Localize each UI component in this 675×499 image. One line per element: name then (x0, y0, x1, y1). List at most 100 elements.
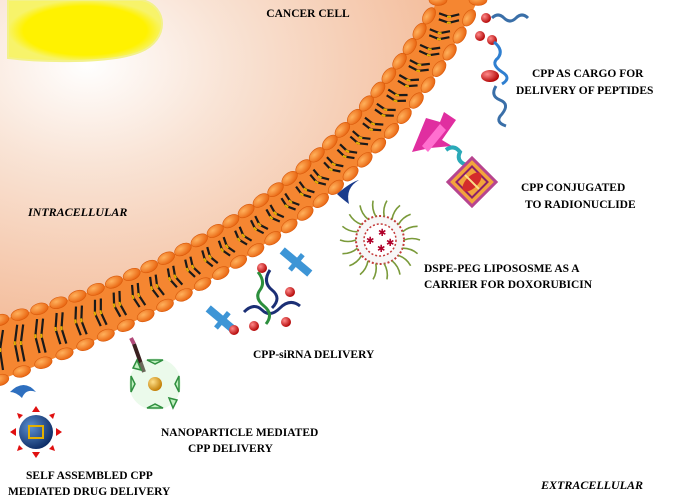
peg-chain (359, 205, 369, 220)
cpp-radionuclide-icon (412, 112, 499, 209)
lipid-tail-band (299, 192, 304, 197)
lipid-tail-band (331, 162, 336, 167)
nucleus (7, 0, 163, 63)
lipid-head-outer (396, 107, 412, 124)
lipid-tail-band (303, 187, 308, 192)
lipid-head-outer (247, 243, 265, 258)
lipid-head-outer (96, 328, 115, 342)
cpp-cargo-label-line2: DELIVERY OF PEPTIDES (516, 85, 653, 97)
lipid-tail-band (416, 69, 421, 73)
cpp-sirna-icon (205, 247, 313, 335)
lipid-tail-band (342, 154, 347, 159)
cytoplasm (0, 0, 438, 320)
peg-chain (371, 200, 377, 217)
peg-chain (397, 213, 411, 225)
peg-chain (398, 254, 412, 267)
lipid-head-outer (0, 373, 10, 387)
lipid-head-outer (409, 92, 424, 109)
peg-chain (403, 237, 421, 241)
lipid-tail-band (345, 149, 350, 153)
peg-chain (359, 260, 369, 276)
extracellular-label: EXTRACELLULAR (540, 478, 643, 492)
lipid-head-outer (117, 319, 135, 332)
lipid-tail-band (99, 310, 103, 315)
lipid-tail-band (328, 167, 333, 172)
lipid-tail-band (406, 78, 411, 82)
self-assembled-cpp-icon (10, 385, 62, 458)
lipid-head-outer (342, 166, 359, 182)
svg-text:✱: ✱ (386, 238, 394, 249)
self-assembled-label-line2: MEDIATED DRUG DELIVERY (8, 486, 171, 498)
lipid-head-outer (230, 254, 248, 269)
lipid-tail-band (131, 294, 135, 300)
peg-chain (372, 263, 378, 280)
lipid-head-outer (356, 152, 373, 168)
lipid-head-outer (420, 76, 436, 94)
peg-chain (391, 204, 401, 220)
lipid-head-inner (49, 296, 68, 309)
lipid-tail-band (74, 319, 77, 324)
lipid-head-inner (86, 282, 105, 296)
nanoparticle-label-line2: CPP DELIVERY (188, 443, 274, 455)
peg-chain (391, 260, 401, 275)
lipid-tail-band (224, 244, 229, 249)
liposome-label-line2: CARRIER FOR DOXORUBICIN (424, 279, 593, 291)
peg-chain (342, 247, 358, 255)
svg-text:✱: ✱ (378, 228, 386, 239)
lipid-tail-band (393, 99, 398, 103)
cpp-cargo-peptide-icon (475, 13, 530, 128)
peg-chain (349, 255, 363, 267)
lipid-head-outer (175, 288, 193, 302)
lipid-tail-band (314, 180, 319, 185)
lipid-tail-band (236, 237, 241, 242)
lipid-head-inner (0, 313, 10, 327)
lipid-head-outer (452, 26, 467, 44)
lipid-head-outer (431, 60, 447, 77)
lipid-head-outer (280, 218, 298, 234)
peg-chain (339, 239, 357, 243)
lipid-tail-band (404, 84, 410, 88)
lipid-tail-band (253, 226, 258, 231)
lipid-head-outer (55, 347, 74, 361)
lipid-tail-band (370, 122, 376, 126)
lipid-tail-band (208, 254, 212, 259)
lipid-head-outer (312, 193, 329, 208)
lipid-tail-band (368, 127, 374, 132)
lipid-tail-band (426, 53, 431, 57)
lipid-tail-band (173, 274, 177, 279)
lipid-head-outer (76, 338, 95, 351)
lipid-head-inner (157, 251, 175, 265)
self-assembled-label-line1: SELF ASSEMBLED CPP (26, 470, 153, 482)
lipid-tail-band (118, 301, 122, 307)
liposome-label-line1: DSPE-PEG LIPOSOSME AS A (424, 263, 580, 275)
lipid-head-outer (442, 43, 457, 61)
lipid-tail-band (112, 303, 116, 308)
lipid-tail-band (190, 264, 195, 270)
lipid-head-outer (136, 309, 155, 323)
lipid-head-inner (122, 267, 141, 282)
radionuclide-label-line1: CPP CONJUGATED (521, 182, 625, 194)
lipid-head-outer (264, 231, 282, 246)
lipid-head-outer (12, 365, 31, 378)
peg-chain (341, 225, 358, 233)
nanoparticle-label-line1: NANOPARTICLE MEDIATED (161, 427, 318, 439)
lipid-head-inner (174, 242, 192, 257)
lipid-tail-band (358, 136, 363, 140)
lipid-head-inner (190, 233, 208, 248)
lipid-head-inner (10, 308, 29, 321)
peg-chain (402, 225, 418, 233)
lipid-tail-band (155, 283, 159, 289)
lipid-tail-band (381, 113, 386, 117)
lipid-tail-band (80, 318, 83, 323)
lipid-tail-band (268, 215, 274, 220)
lipid-head-outer (34, 356, 53, 369)
peg-chain (348, 213, 362, 226)
lipid-tail-band (167, 276, 172, 282)
lipid-tail-band (185, 267, 190, 273)
svg-text:✱: ✱ (366, 236, 374, 247)
lipid-tail-band (383, 108, 388, 112)
lipid-head-outer (297, 206, 314, 221)
lipid-tail-band (137, 292, 141, 298)
lipid-head-inner (422, 7, 436, 25)
